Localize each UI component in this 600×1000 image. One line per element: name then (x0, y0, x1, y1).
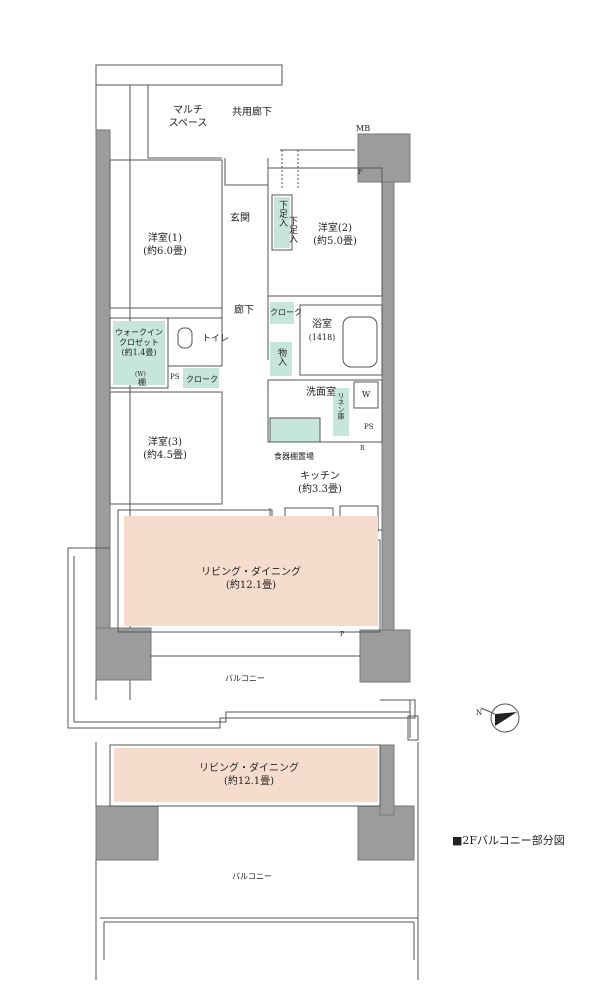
walk-in-closet-line1: ウォークイン (115, 328, 163, 337)
dish-shelf-fill (269, 417, 321, 443)
storage-label: 物入 (276, 348, 286, 366)
linen-fill (333, 388, 349, 436)
r-mark-label: R (360, 445, 365, 452)
kitchen-label: キッチン (約3.3畳) (292, 470, 348, 496)
linen-closet-label: リネン庫 (337, 392, 345, 420)
washer-w-label: W (362, 390, 371, 399)
ps-left-label: PS (170, 373, 180, 381)
living-dining-size: (約12.1畳) (225, 580, 277, 591)
p-mark-top-label: P (358, 169, 363, 176)
closet-mid-label: クローク (186, 375, 218, 384)
bedroom3-size: (約4.5畳) (143, 450, 187, 461)
bath-model: (1418) (308, 333, 336, 342)
toilet-label: トイレ (202, 334, 230, 344)
bedroom2-label: 洋室(2) (約5.0畳) (300, 222, 370, 248)
compass-icon (480, 703, 520, 733)
bath-label: 浴室 (1418) (302, 318, 342, 344)
bedroom1-name: 洋室(1) (147, 233, 183, 244)
living-dining-name: リビング・ダイニング (201, 567, 301, 578)
plan-linework (67, 64, 419, 980)
living-dining-fill (124, 516, 378, 626)
left-wall (95, 129, 111, 666)
p-mark-bottom-label: P (340, 631, 345, 638)
bedroom1-label: 洋室(1) (約6.0畳) (130, 232, 200, 258)
bedroom3-label: 洋室(3) (約4.5畳) (130, 436, 200, 462)
living-dining-2f-label: リビング・ダイニング (約12.1畳) (194, 762, 304, 788)
storage-fill (270, 342, 292, 376)
ps-right-label: PS (364, 423, 374, 431)
living-dining-2f-size: (約12.1畳) (223, 776, 275, 787)
mb-block (357, 133, 411, 183)
walk-in-closet-size: (約1.4畳) (121, 348, 157, 357)
kitchen-size: (約3.3畳) (298, 484, 342, 495)
bedroom1-size: (約6.0畳) (143, 246, 187, 257)
hallway-label: 廊下 (234, 305, 254, 316)
entrance-label: 玄関 (230, 213, 250, 224)
right-wall-2f (379, 744, 395, 816)
multi-space-label: マルチ スペース (158, 104, 218, 130)
shoes-storage-1-label: 下足入 (277, 200, 287, 227)
closet-small-fill (270, 302, 294, 324)
closet-small-label: クローク (270, 308, 302, 317)
common-corridor-label: 共用廊下 (232, 107, 272, 118)
balcony-label: バルコニー (225, 674, 265, 683)
floor-caption: ■2Fバルコニー部分図 (452, 834, 565, 847)
mb-label: MB (356, 124, 371, 133)
corner-block-left-2f (95, 805, 159, 861)
walk-in-closet-label: ウォークイン クロゼット (約1.4畳) (112, 328, 166, 358)
bedroom2-size: (約5.0畳) (313, 236, 357, 247)
living-dining-fill-2f (114, 748, 378, 802)
corner-block-left (95, 627, 152, 681)
closet-mid-fill (183, 368, 219, 388)
shoes-fill (274, 197, 290, 248)
balcony-2f-label: バルコニー (232, 872, 272, 881)
multi-space-line2: スペース (168, 118, 208, 129)
compass-north-label: N (476, 709, 483, 717)
living-dining-label: リビング・ダイニング (約12.1畳) (196, 566, 306, 592)
corner-block-right (359, 629, 411, 683)
shelf-w-label: (W) (135, 371, 146, 378)
washroom-label: 洗面室 (306, 387, 336, 398)
bath-name: 浴室 (312, 319, 332, 330)
shoes-storage-2-label: 下足入 (287, 216, 297, 243)
bedroom2-name: 洋室(2) (317, 223, 353, 234)
dish-shelf-label: 食器棚置場 (274, 452, 314, 461)
multi-space-line1: マルチ (173, 105, 203, 116)
shelf-label: 棚 (138, 378, 146, 387)
right-wall (381, 177, 395, 641)
kitchen-name: キッチン (300, 471, 340, 482)
bedroom3-name: 洋室(3) (147, 437, 183, 448)
walk-in-closet-fill (113, 321, 165, 385)
living-dining-2f-name: リビング・ダイニング (199, 763, 299, 774)
walk-in-closet-line2: クロゼット (119, 338, 159, 347)
